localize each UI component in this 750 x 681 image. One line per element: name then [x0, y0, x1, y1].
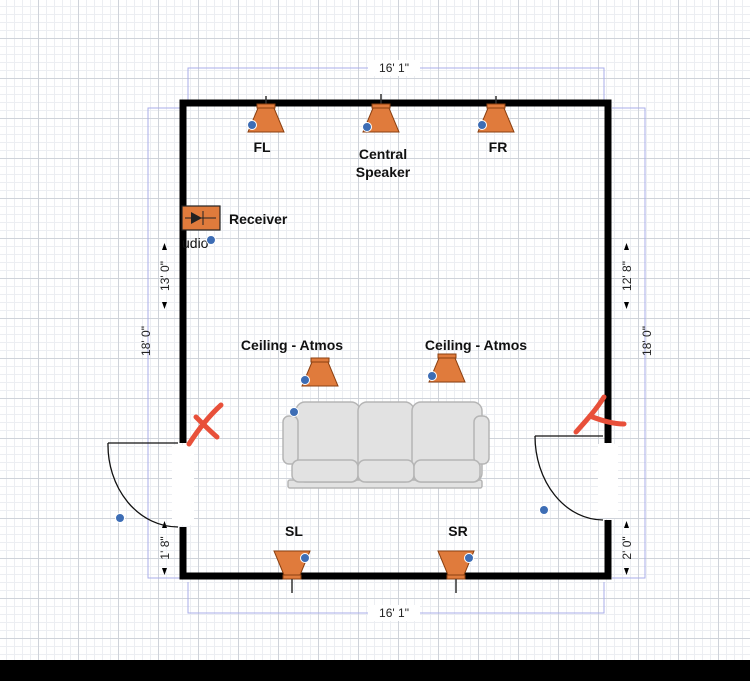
speaker-center-label-line1: Central [359, 146, 407, 162]
speaker-center-label-line2: Speaker [356, 164, 411, 180]
dim-right-lower: 2' 0" [620, 536, 634, 559]
speaker-sl-label: SL [285, 523, 303, 539]
speaker-ceiling-right[interactable] [427, 353, 466, 383]
dim-top-width: 16' 1" [379, 61, 409, 75]
speaker-center[interactable] [362, 94, 400, 133]
info-icon[interactable] [289, 407, 299, 417]
speaker-ceiling-left[interactable] [300, 357, 339, 387]
speaker-fl[interactable] [247, 96, 285, 133]
speaker-sl[interactable] [273, 550, 311, 593]
sofa[interactable] [282, 401, 490, 489]
speaker-fr-label: FR [489, 139, 508, 155]
audio-label: udio [182, 235, 209, 251]
right-door[interactable] [534, 435, 604, 521]
left-door[interactable] [107, 442, 179, 528]
dim-left-lower: 1' 8" [158, 536, 172, 559]
speaker-sr[interactable] [437, 550, 475, 593]
dim-left-upper: 13' 0" [158, 261, 172, 291]
speaker-sr-label: SR [448, 523, 467, 539]
speaker-fl-label: FL [253, 139, 271, 155]
dim-bottom-width: 16' 1" [379, 606, 409, 620]
red-x-marker-left [186, 402, 224, 447]
receiver-label: Receiver [229, 211, 288, 227]
receiver-device[interactable] [181, 205, 221, 231]
dim-right-upper: 12' 8" [620, 261, 634, 291]
dim-right-height: 18' 0" [640, 326, 654, 356]
room-walls[interactable] [179, 99, 612, 580]
left-door-opening [172, 445, 194, 525]
right-door-opening [598, 444, 618, 518]
dim-left-height: 18' 0" [139, 326, 153, 356]
speaker-fr[interactable] [477, 96, 515, 133]
ceiling-right-label: Ceiling - Atmos [425, 337, 527, 353]
red-x-marker-right [573, 394, 627, 435]
ceiling-left-label: Ceiling - Atmos [241, 337, 343, 353]
info-icon[interactable] [206, 235, 216, 245]
info-icon[interactable] [539, 505, 549, 515]
bottom-bar [0, 660, 750, 681]
dimension-arrows [162, 243, 629, 575]
info-icon[interactable] [115, 513, 125, 523]
